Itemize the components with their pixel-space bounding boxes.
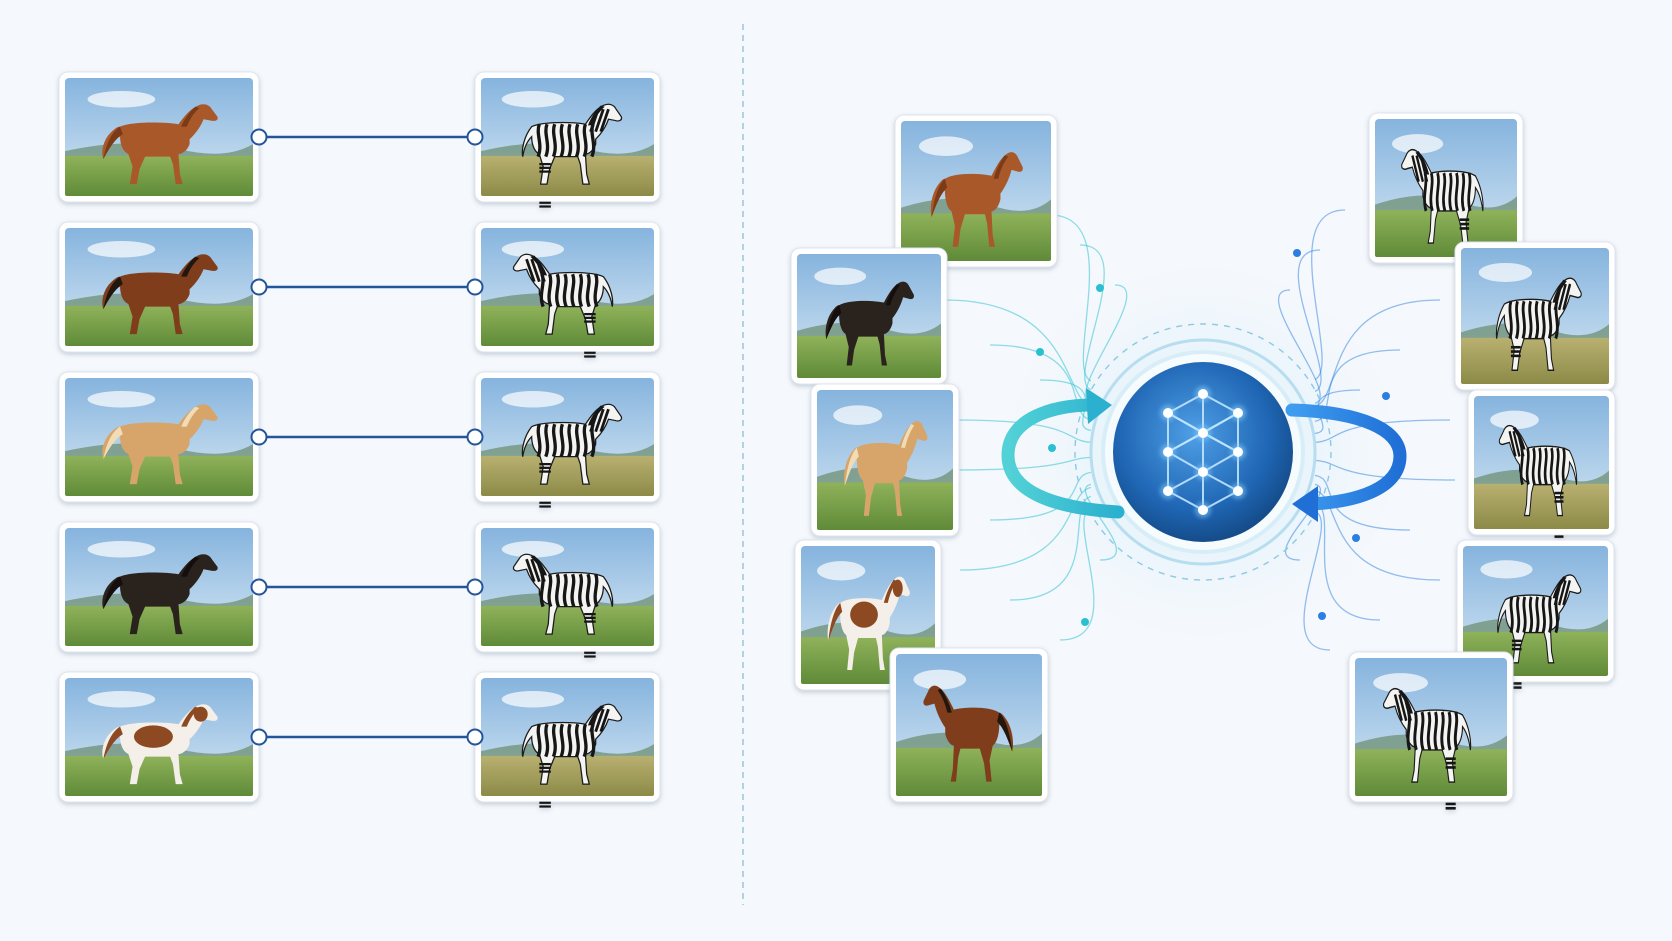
pair-row <box>58 371 661 508</box>
flow-dot <box>1382 392 1390 400</box>
flow-line <box>1303 510 1331 651</box>
flow-line <box>1284 483 1322 561</box>
flow-line <box>1277 289 1321 405</box>
flow-dot <box>1318 612 1326 620</box>
zebra-photo <box>1355 658 1507 810</box>
connector-node <box>466 278 484 296</box>
flow-line <box>989 471 1092 521</box>
flow-line <box>1079 244 1105 391</box>
horse-photo <box>65 78 253 196</box>
unpaired-domains-panel <box>790 112 1616 810</box>
flow-line <box>1314 299 1441 408</box>
zebra-domain-card <box>1467 389 1616 543</box>
horse-domain-card <box>894 114 1058 268</box>
zebra-photo <box>481 378 654 508</box>
zebra-photo <box>1463 546 1608 689</box>
zebra-domain-card <box>1454 241 1616 398</box>
network-node <box>1163 447 1173 457</box>
cycle-arrow-right-icon <box>1285 403 1407 522</box>
flow-dot <box>1096 284 1104 292</box>
target-zebra-card <box>474 371 661 508</box>
network-node <box>1163 486 1173 496</box>
flow-line <box>1311 209 1346 380</box>
connector-node <box>250 128 268 146</box>
network-node <box>1163 408 1173 418</box>
horse-domain-card <box>810 383 960 537</box>
flow-line <box>949 456 1092 471</box>
neural-network-cube-icon <box>1160 386 1246 518</box>
pair-row <box>58 71 661 208</box>
flow-line <box>1314 419 1451 444</box>
zebra-domain-cluster <box>1348 112 1616 810</box>
source-horse-card <box>58 671 260 803</box>
network-node <box>1233 486 1243 496</box>
network-node <box>1233 447 1243 457</box>
network-node <box>1198 428 1208 438</box>
flow-line <box>1084 483 1117 561</box>
source-horse-card <box>58 221 260 353</box>
target-zebra-card <box>474 221 661 358</box>
flow-dot <box>1036 348 1044 356</box>
flow-line <box>954 419 1092 444</box>
source-horse-card <box>58 371 260 503</box>
horse-photo <box>797 254 941 378</box>
zebra-domain-card <box>1348 651 1514 810</box>
zebra-photo <box>481 228 654 358</box>
target-zebra-card <box>474 71 661 208</box>
paired-examples-panel <box>58 71 661 808</box>
network-node <box>1233 408 1243 418</box>
connector-node <box>466 128 484 146</box>
network-node <box>1198 505 1208 515</box>
horse-photo <box>65 528 253 646</box>
zebra-photo <box>481 528 654 658</box>
hub-outer-ring <box>1074 323 1332 581</box>
connector-node <box>250 728 268 746</box>
connector-node <box>250 578 268 596</box>
horse-domain-card <box>790 247 948 385</box>
connector-node <box>250 278 268 296</box>
horse-domain-card <box>889 647 1049 803</box>
flow-line <box>1297 249 1322 393</box>
zebra-photo <box>1461 248 1609 398</box>
flow-dot <box>1048 444 1056 452</box>
source-horse-card <box>58 71 260 203</box>
flow-line <box>1314 459 1456 481</box>
flow-line <box>1049 214 1092 382</box>
flow-line <box>1059 507 1095 641</box>
horse-photo <box>65 678 253 796</box>
target-zebra-card <box>474 521 661 658</box>
connector-node <box>250 428 268 446</box>
network-node <box>1198 389 1208 399</box>
flow-dot <box>1293 249 1301 257</box>
flow-line <box>1314 489 1441 581</box>
pair-row <box>58 521 661 658</box>
pair-row <box>58 221 661 358</box>
target-zebra-card <box>474 671 661 808</box>
horse-photo <box>896 654 1042 796</box>
horse-photo <box>65 228 253 346</box>
horse-photo <box>65 378 253 496</box>
zebra-photo <box>481 678 654 808</box>
connector-node <box>466 578 484 596</box>
horse-photo <box>817 390 953 530</box>
flow-dot <box>1352 534 1360 542</box>
zebra-photo <box>481 78 654 208</box>
flow-dot <box>1081 618 1089 626</box>
zebra-photo <box>1474 396 1609 543</box>
zebra-domain-card <box>1456 539 1615 689</box>
connector-node <box>466 428 484 446</box>
flow-line <box>1314 501 1381 621</box>
flow-line <box>1085 284 1128 403</box>
cycle-arrow-left-icon <box>1001 388 1125 519</box>
horse-domain-cluster <box>790 114 1058 803</box>
connector-node <box>466 728 484 746</box>
pair-row <box>58 671 661 808</box>
source-horse-card <box>58 521 260 653</box>
hub-middle-ring <box>1089 338 1317 566</box>
horse-photo <box>901 121 1051 261</box>
network-node <box>1198 467 1208 477</box>
